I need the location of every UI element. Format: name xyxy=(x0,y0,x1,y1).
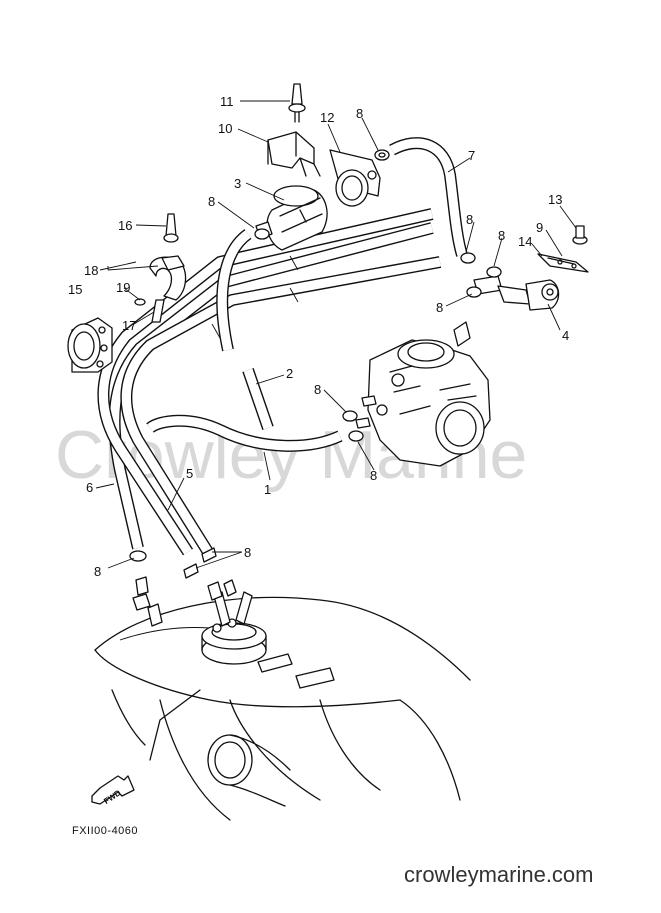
fuel-valve-4 xyxy=(473,275,560,311)
callout-8-filter: 8 xyxy=(208,194,215,209)
tank-pad-left xyxy=(257,653,293,673)
screw-13 xyxy=(572,225,588,245)
leader-lines xyxy=(95,100,577,569)
callout-19: 19 xyxy=(116,280,130,295)
callout-8-carb-lower: 8 xyxy=(370,468,377,483)
clamp-8-top xyxy=(374,149,390,161)
screw-16 xyxy=(163,213,179,243)
callout-8-right-low: 8 xyxy=(436,300,443,315)
callout-13: 13 xyxy=(548,192,562,207)
fuel-sender-unit xyxy=(201,579,267,665)
boot-15 xyxy=(67,317,113,373)
callout-6: 6 xyxy=(86,480,93,495)
callout-8-carb-upper: 8 xyxy=(314,382,321,397)
callout-16: 16 xyxy=(118,218,132,233)
hose-break-marks xyxy=(211,255,299,339)
grommet-11 xyxy=(288,83,306,123)
callout-labels: 1 2 3 4 5 6 7 8 8 8 8 8 8 8 8 8 9 10 11 … xyxy=(68,94,569,579)
fuel-tank xyxy=(94,596,471,821)
callout-18: 18 xyxy=(84,263,98,278)
clamp-18 xyxy=(149,255,187,301)
bolt-17 xyxy=(151,299,165,323)
callout-11: 11 xyxy=(220,94,234,109)
callout-10: 10 xyxy=(218,121,232,136)
callout-5: 5 xyxy=(186,466,193,481)
hose-filter-down xyxy=(216,229,252,352)
callout-8-right-mid: 8 xyxy=(498,228,505,243)
drawing-code: FXII00-4060 xyxy=(72,825,138,837)
callout-15: 15 xyxy=(68,282,82,297)
washer-19 xyxy=(134,298,146,306)
callout-17: 17 xyxy=(122,318,136,333)
filter-holder-12 xyxy=(329,149,381,207)
carburetor xyxy=(355,321,491,467)
callout-3: 3 xyxy=(234,176,241,191)
website-url: crowleymarine.com xyxy=(404,862,594,887)
callout-4: 4 xyxy=(562,328,569,343)
clamps-8-carb xyxy=(342,410,364,442)
vent-fitting xyxy=(132,576,163,627)
hose-loop-6-5 xyxy=(97,208,442,556)
callout-12: 12 xyxy=(320,110,334,125)
hose-1 xyxy=(146,414,343,452)
bracket-10 xyxy=(267,131,321,177)
callout-7: 7 xyxy=(468,148,475,163)
callout-2: 2 xyxy=(286,366,293,381)
hose-7 xyxy=(389,137,468,257)
callout-8-lower-left: 8 xyxy=(94,564,101,579)
callout-8-lower-right: 8 xyxy=(244,545,251,560)
gasket-9-14 xyxy=(537,253,589,273)
hose-2 xyxy=(242,368,274,430)
fuel-filter-3 xyxy=(254,185,328,251)
callout-8-right-top: 8 xyxy=(466,212,473,227)
callout-1: 1 xyxy=(264,482,271,497)
callout-8-top: 8 xyxy=(356,106,363,121)
fwd-arrow-icon: FWD xyxy=(91,775,135,806)
clamps-8-lower xyxy=(129,547,217,579)
callout-14: 14 xyxy=(518,234,532,249)
callout-9: 9 xyxy=(536,220,543,235)
tank-pad-right xyxy=(295,667,335,689)
